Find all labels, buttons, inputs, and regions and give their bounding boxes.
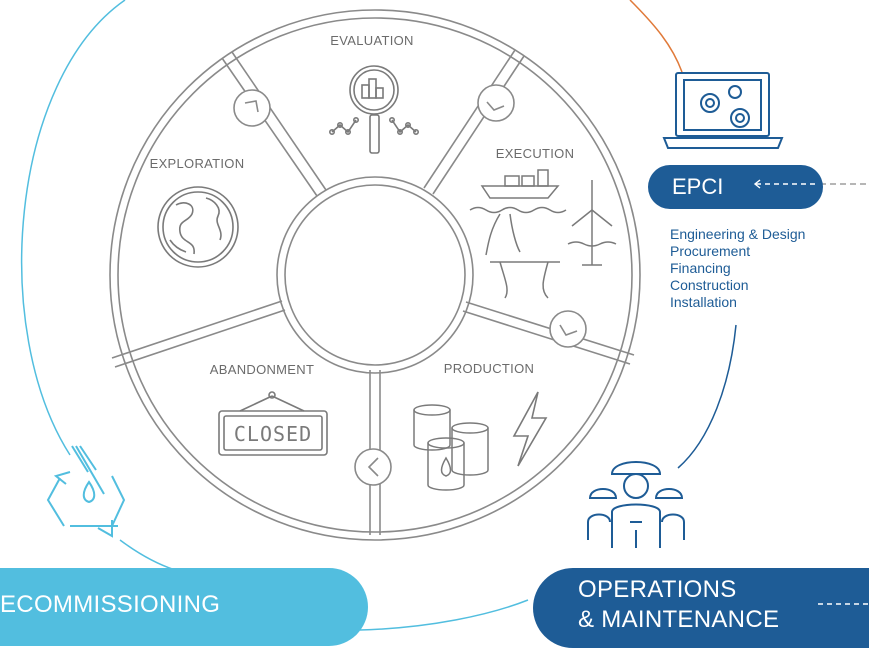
arrow-circle-bottom	[354, 448, 392, 486]
outer-arc-light-blue	[20, 0, 126, 456]
workers-icon	[587, 461, 685, 548]
operations-dash	[818, 603, 869, 605]
outer-arc-light-blue-bottom	[119, 539, 176, 571]
epci-item: Construction	[670, 277, 749, 293]
globe-icon	[157, 186, 239, 268]
epci-item: Procurement	[670, 243, 751, 259]
arrow-circle-right	[549, 310, 587, 348]
operations-label-line2: & MAINTENANCE	[578, 606, 780, 633]
arrow-circle-top-right	[477, 84, 515, 122]
segment-label-exploration: EXPLORATION	[150, 156, 245, 171]
epci-pill	[648, 165, 823, 209]
outer-arc-blue-right	[677, 324, 737, 469]
decommissioning-label: ECOMMISSIONING	[0, 591, 221, 618]
outer-arc-orange	[629, 0, 683, 73]
segment-label-execution: EXECUTION	[496, 146, 575, 161]
magnifier-chart-icon	[328, 65, 419, 154]
lifecycle-wheel	[109, 9, 641, 541]
arrow-circle-top-left	[233, 89, 271, 127]
segment-label-evaluation: EVALUATION	[330, 33, 413, 48]
wind-turbine-icon	[567, 180, 617, 266]
oil-barrels-icon	[413, 404, 489, 491]
operations-pill	[533, 568, 869, 648]
epci-arrow-icon	[753, 179, 818, 189]
epci-item: Engineering & Design	[670, 226, 806, 242]
decommissioning-pill	[0, 568, 368, 646]
offshore-platform-icon	[469, 169, 567, 299]
closed-sign-text: CLOSED	[234, 422, 312, 446]
recycle-water-icon	[46, 445, 126, 538]
epci-item: Installation	[670, 294, 737, 310]
epci-title: EPCI	[672, 174, 724, 199]
operations-label-line1: OPERATIONS	[578, 576, 737, 603]
laptop-gears-icon	[662, 72, 784, 149]
lightning-icon	[512, 391, 548, 467]
closed-sign-icon	[218, 391, 328, 456]
segment-label-production: PRODUCTION	[444, 361, 534, 376]
segment-label-abandonment: ABANDONMENT	[210, 362, 314, 377]
epci-item: Financing	[670, 260, 731, 276]
outer-arc-blue-bottom	[359, 599, 529, 631]
epci-list: Engineering & Design Procurement Financi…	[670, 226, 805, 311]
